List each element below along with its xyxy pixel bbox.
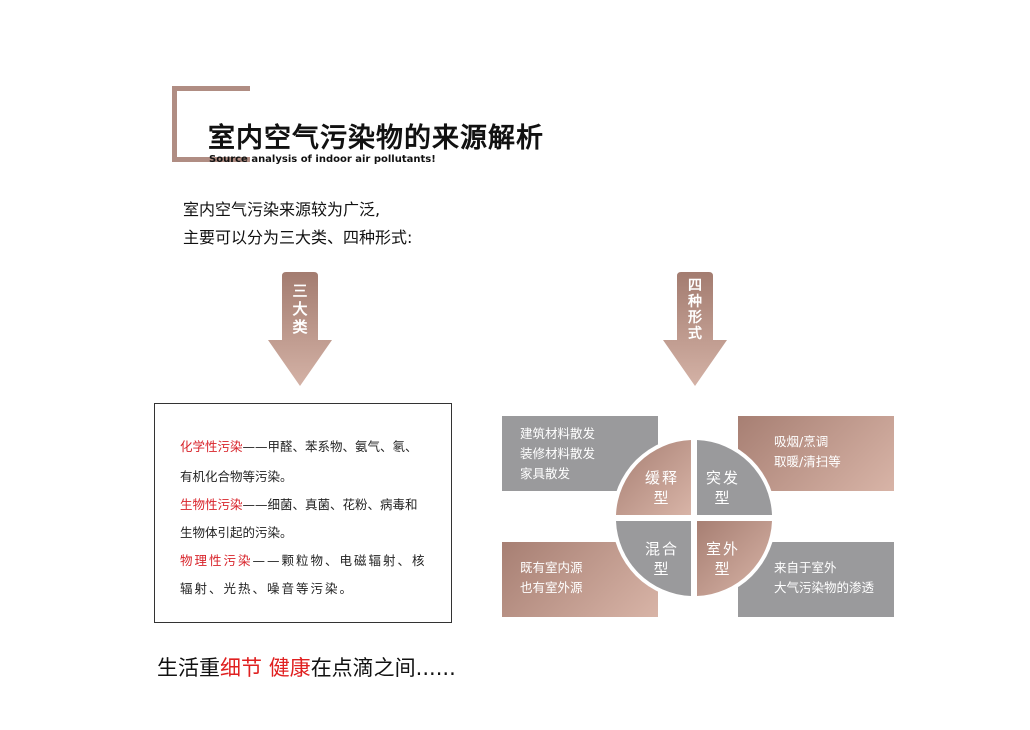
intro-line-1: 室内空气污染来源较为广泛, — [183, 200, 381, 219]
page-subtitle: Source analysis of indoor air pollutants… — [209, 154, 436, 165]
footer-highlight-detail: 细节 — [220, 656, 262, 680]
footer-slogan: 生活重细节 健康在点滴之间...... — [157, 656, 456, 680]
slow-release-label: 缓释 型 — [644, 469, 679, 507]
slow-release-quadrant — [616, 440, 691, 515]
page-title: 室内空气污染物的来源解析 — [208, 123, 544, 154]
outdoor-desc-1: 来自于室外 — [774, 560, 837, 575]
slow-desc-2: 装修材料散发 — [520, 446, 596, 461]
three-categories-arrow: 三 大 类 — [265, 272, 335, 388]
chemical-line-1: 化学性污染——甲醛、苯系物、氨气、氡、 — [180, 439, 418, 454]
mixed-quadrant — [616, 521, 691, 596]
slow-desc-1: 建筑材料散发 — [520, 426, 596, 441]
sudden-desc-2: 取暖/清扫等 — [774, 454, 841, 469]
physical-line-2: 辐射、光热、噪音等污染。 — [180, 581, 355, 596]
intro-line-2: 主要可以分为三大类、四种形式: — [183, 228, 413, 247]
title-bracket-decoration — [172, 86, 250, 162]
sudden-label: 突发 型 — [705, 469, 740, 507]
three-categories-label: 三 大 类 — [292, 282, 308, 336]
intro-text: 室内空气污染来源较为广泛, 主要可以分为三大类、四种形式: — [183, 196, 412, 252]
chemical-line-2: 有机化合物等污染。 — [180, 469, 293, 484]
sudden-desc-1: 吸烟/烹调 — [774, 434, 829, 449]
outdoor-label: 室外 型 — [705, 540, 740, 578]
footer-highlight-health: 健康 — [268, 656, 311, 680]
outdoor-quadrant — [697, 521, 772, 596]
biological-line-2: 生物体引起的污染。 — [180, 525, 293, 540]
sudden-quadrant — [697, 440, 772, 515]
mixed-label: 混合 型 — [644, 540, 679, 578]
four-forms-circle — [612, 436, 776, 600]
mixed-desc-2: 也有室外源 — [520, 580, 583, 595]
four-forms-label: 四 种 形 式 — [688, 278, 702, 342]
slow-desc-3: 家具散发 — [520, 466, 571, 481]
biological-line-1: 生物性污染——细菌、真菌、花粉、病毒和 — [180, 497, 418, 512]
outdoor-desc-2: 大气污染物的渗透 — [774, 580, 875, 595]
four-forms-arrow: 四 种 形 式 — [660, 272, 730, 388]
physical-line-1: 物理性污染——颗粒物、电磁辐射、核 — [180, 553, 427, 568]
mixed-desc-1: 既有室内源 — [520, 560, 583, 575]
categories-box: 化学性污染——甲醛、苯系物、氨气、氡、 有机化合物等污染。 生物性污染——细菌、… — [154, 403, 452, 623]
